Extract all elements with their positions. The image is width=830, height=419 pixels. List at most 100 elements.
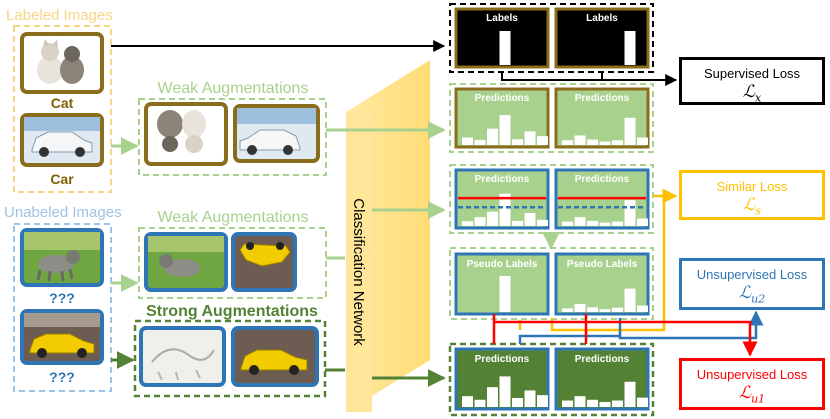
weak-aug-labeled-group bbox=[138, 98, 327, 176]
weak-aug-unlabeled-title: Weak Augmentations bbox=[158, 209, 309, 226]
unlabeled-images-title: Unabeled Images bbox=[4, 204, 122, 221]
bar-labels-0-3 bbox=[499, 31, 511, 65]
bar-pred_weak-1-6 bbox=[637, 218, 648, 226]
bars-layer bbox=[462, 31, 648, 407]
bar-pseudo-1-5 bbox=[624, 288, 636, 312]
weak-prediction-title-car: Predictions bbox=[575, 174, 630, 185]
labeled-images-title: Labeled Images bbox=[6, 7, 113, 24]
bar-pred_labeled-0-0 bbox=[462, 137, 473, 145]
weak-aug-labeled-title: Weak Augmentations bbox=[158, 80, 309, 97]
unsupervised-loss-2-box: Unsupervised Loss ℒu2 bbox=[679, 258, 825, 310]
labeled-images-group bbox=[13, 25, 112, 193]
bar-pred_labeled-0-6 bbox=[537, 136, 548, 145]
bar-pseudo-1-0 bbox=[562, 308, 573, 312]
bar-pred_strong-0-0 bbox=[462, 396, 473, 407]
bar-pred_labeled-1-5 bbox=[624, 117, 636, 145]
supervised-loss-box: Supervised Loss ℒx bbox=[679, 57, 825, 105]
weak-aug-car-image bbox=[233, 104, 320, 163]
bar-pred_strong-0-3 bbox=[499, 376, 511, 407]
bar-pseudo-0-3 bbox=[499, 276, 511, 312]
supervised-loss-symbol: ℒx bbox=[742, 82, 762, 105]
bar-pred_strong-1-1 bbox=[574, 396, 586, 407]
supervised-loss-title: Supervised Loss bbox=[703, 66, 801, 81]
unlabeled-caption-2: ??? bbox=[49, 369, 75, 385]
cat-caption: Cat bbox=[51, 95, 74, 111]
bar-pred_weak-0-0 bbox=[462, 221, 473, 226]
pseudo-label-title-cat: Pseudo Labels bbox=[467, 259, 538, 270]
bar-pred_strong-0-5 bbox=[524, 390, 536, 407]
classification-network bbox=[346, 60, 430, 412]
labels-title-car: Labels bbox=[586, 13, 618, 24]
bar-labels-1-5 bbox=[624, 31, 636, 65]
strong-aug-group bbox=[133, 319, 327, 398]
bar-pred_labeled-1-3 bbox=[599, 141, 611, 145]
bar-pred_weak-0-1 bbox=[474, 217, 486, 226]
bar-pred_weak-0-4 bbox=[512, 220, 523, 226]
bar-pred_weak-1-1 bbox=[574, 217, 586, 226]
weak-aug-cat-image bbox=[144, 102, 228, 166]
bar-pred_weak-0-3 bbox=[499, 193, 511, 226]
unsupervised-loss-2-title: Unsupervised Loss bbox=[696, 267, 808, 282]
bar-pred_strong-1-4 bbox=[612, 400, 623, 407]
weak-aug-unlabeled-car-image bbox=[231, 232, 297, 292]
car-caption: Car bbox=[50, 171, 74, 187]
bar-pred_labeled-1-2 bbox=[587, 139, 598, 145]
loss-connectors bbox=[492, 72, 764, 357]
bar-pred_strong-0-4 bbox=[512, 398, 523, 407]
bar-pred_labeled-1-0 bbox=[562, 140, 573, 145]
bar-pseudo-1-6 bbox=[637, 305, 648, 312]
bar-pred_weak-0-2 bbox=[487, 211, 498, 226]
bar-pseudo-1-1 bbox=[574, 304, 586, 312]
bar-pred_strong-0-6 bbox=[537, 395, 548, 407]
weak-aug-unlabeled-group bbox=[138, 227, 327, 299]
bar-pred_labeled-0-2 bbox=[487, 128, 498, 145]
bar-pseudo-1-3 bbox=[599, 309, 611, 312]
unsupervised-loss-1-symbol: ℒu1 bbox=[738, 383, 766, 406]
labels-title-cat: Labels bbox=[486, 13, 518, 24]
weak-aug-unlabeled-cat-image bbox=[144, 232, 228, 292]
panel-titles: Labels Labels Predictions Predictions Pr… bbox=[467, 13, 638, 365]
threshold-lines bbox=[458, 196, 646, 209]
bar-pred_strong-0-1 bbox=[474, 399, 486, 407]
bar-pred_labeled-0-5 bbox=[524, 131, 536, 145]
bar-pred_strong-1-0 bbox=[562, 400, 573, 407]
bar-pseudo-1-2 bbox=[587, 307, 598, 312]
prediction-title-cat: Predictions bbox=[475, 93, 530, 104]
bar-pred_strong-1-6 bbox=[637, 397, 648, 407]
bar-pseudo-1-4 bbox=[612, 307, 623, 312]
unlabeled-images-group bbox=[13, 223, 112, 392]
bar-pred_strong-1-2 bbox=[587, 399, 598, 407]
prediction-title-car: Predictions bbox=[575, 93, 630, 104]
bar-pred_weak-1-5 bbox=[624, 200, 636, 226]
similar-loss-symbol: ℒs bbox=[743, 195, 761, 218]
bar-pred_weak-0-5 bbox=[524, 213, 536, 226]
unlabeled-car-image bbox=[20, 309, 104, 365]
similar-loss-title: Similar Loss bbox=[716, 179, 788, 194]
strong-aug-car-image bbox=[231, 326, 319, 387]
pseudo-label-title-car: Pseudo Labels bbox=[567, 259, 638, 270]
unsupervised-loss-1-box: Unsupervised Loss ℒu1 bbox=[679, 358, 825, 410]
network-label: Classification Network bbox=[350, 198, 367, 346]
unsupervised-loss-1-title: Unsupervised Loss bbox=[696, 367, 808, 382]
bar-pred_labeled-1-1 bbox=[574, 135, 586, 145]
similar-loss-box: Similar Loss ℒs bbox=[679, 170, 825, 220]
strong-prediction-title-cat: Predictions bbox=[475, 354, 530, 365]
strong-prediction-title-car: Predictions bbox=[575, 354, 630, 365]
bar-pred_weak-1-2 bbox=[587, 220, 598, 226]
bar-pred_weak-1-0 bbox=[562, 221, 573, 226]
bar-pred_strong-0-2 bbox=[487, 387, 498, 407]
bar-pred_weak-0-6 bbox=[537, 219, 548, 226]
bar-pred_strong-1-5 bbox=[624, 381, 636, 407]
labels-row bbox=[449, 3, 654, 73]
unlabeled-cat-image bbox=[20, 228, 104, 287]
flow-arrows bbox=[111, 40, 560, 387]
bar-pred_labeled-0-1 bbox=[474, 139, 486, 145]
bar-pred_labeled-1-6 bbox=[637, 137, 648, 145]
bar-pred_labeled-0-3 bbox=[499, 115, 511, 145]
strong-aug-cat-image bbox=[139, 326, 226, 387]
unlabeled-caption-1: ??? bbox=[49, 290, 75, 306]
bar-pred_weak-1-3 bbox=[599, 222, 611, 226]
strong-aug-title: Strong Augmentations bbox=[146, 303, 318, 320]
bar-pred_weak-1-4 bbox=[612, 221, 623, 226]
